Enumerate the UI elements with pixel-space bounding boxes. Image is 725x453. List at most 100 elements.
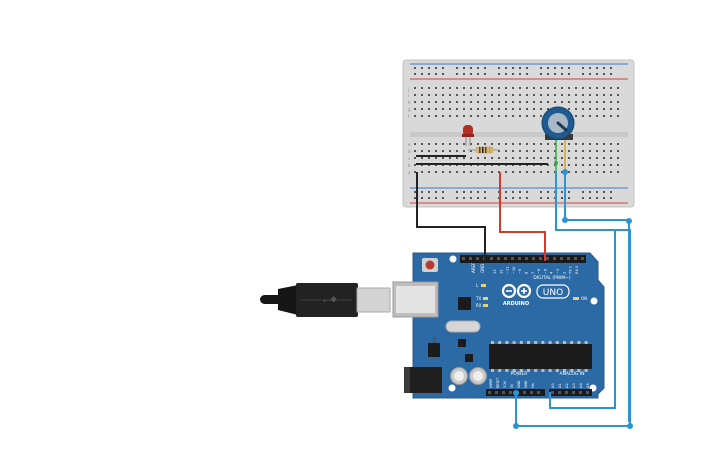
rail-hole[interactable] <box>463 73 465 75</box>
breadboard-hole[interactable] <box>540 157 542 159</box>
rail-hole[interactable] <box>477 191 479 193</box>
header-pin[interactable] <box>497 257 500 260</box>
breadboard-hole[interactable] <box>526 143 528 145</box>
breadboard-hole[interactable] <box>428 94 430 96</box>
breadboard-hole[interactable] <box>526 150 528 152</box>
breadboard-hole[interactable] <box>617 157 619 159</box>
rail-hole[interactable] <box>547 191 549 193</box>
breadboard-hole[interactable] <box>512 143 514 145</box>
rail-hole[interactable] <box>519 67 521 69</box>
breadboard-hole[interactable] <box>449 171 451 173</box>
breadboard-hole[interactable] <box>498 94 500 96</box>
rail-hole[interactable] <box>610 197 612 199</box>
breadboard-hole[interactable] <box>596 94 598 96</box>
breadboard-hole[interactable] <box>596 157 598 159</box>
breadboard-hole[interactable] <box>547 101 549 103</box>
rail-hole[interactable] <box>442 197 444 199</box>
breadboard-hole[interactable] <box>589 108 591 110</box>
rail-hole[interactable] <box>582 191 584 193</box>
wire-signal-red[interactable] <box>499 172 546 261</box>
breadboard-hole[interactable] <box>561 87 563 89</box>
breadboard-hole[interactable] <box>484 87 486 89</box>
breadboard-hole[interactable] <box>610 101 612 103</box>
breadboard-hole[interactable] <box>519 115 521 117</box>
breadboard-hole[interactable] <box>610 157 612 159</box>
breadboard-hole[interactable] <box>484 157 486 159</box>
breadboard-hole[interactable] <box>582 157 584 159</box>
rail-hole[interactable] <box>505 197 507 199</box>
breadboard-hole[interactable] <box>589 87 591 89</box>
rail-hole[interactable] <box>435 197 437 199</box>
breadboard-hole[interactable] <box>526 101 528 103</box>
breadboard-hole[interactable] <box>575 94 577 96</box>
breadboard-hole[interactable] <box>589 94 591 96</box>
reset-button-cap[interactable] <box>425 260 435 270</box>
breadboard-hole[interactable] <box>533 143 535 145</box>
breadboard-hole[interactable] <box>519 101 521 103</box>
breadboard-hole[interactable] <box>421 108 423 110</box>
breadboard-hole[interactable] <box>610 87 612 89</box>
rail-hole[interactable] <box>470 67 472 69</box>
breadboard-hole[interactable] <box>435 87 437 89</box>
rail-hole[interactable] <box>540 197 542 199</box>
breadboard-hole[interactable] <box>610 164 612 166</box>
breadboard-hole[interactable] <box>603 87 605 89</box>
rail-hole[interactable] <box>498 67 500 69</box>
breadboard-hole[interactable] <box>449 143 451 145</box>
breadboard-hole[interactable] <box>582 150 584 152</box>
breadboard-hole[interactable] <box>449 157 451 159</box>
rail-hole[interactable] <box>582 197 584 199</box>
breadboard-hole[interactable] <box>575 157 577 159</box>
breadboard-hole[interactable] <box>477 171 479 173</box>
breadboard-hole[interactable] <box>547 171 549 173</box>
breadboard-hole[interactable] <box>519 87 521 89</box>
breadboard-hole[interactable] <box>617 87 619 89</box>
breadboard-hole[interactable] <box>512 94 514 96</box>
breadboard-hole[interactable] <box>526 115 528 117</box>
breadboard-hole[interactable] <box>519 94 521 96</box>
rail-hole[interactable] <box>540 67 542 69</box>
rail-hole[interactable] <box>477 73 479 75</box>
rail-hole[interactable] <box>568 73 570 75</box>
breadboard-hole[interactable] <box>561 143 563 145</box>
rail-hole[interactable] <box>596 197 598 199</box>
rail-hole[interactable] <box>414 67 416 69</box>
rail-hole[interactable] <box>596 73 598 75</box>
breadboard-hole[interactable] <box>498 143 500 145</box>
rail-hole[interactable] <box>484 73 486 75</box>
breadboard-hole[interactable] <box>603 157 605 159</box>
breadboard-hole[interactable] <box>435 101 437 103</box>
breadboard-hole[interactable] <box>414 101 416 103</box>
rail-hole[interactable] <box>589 73 591 75</box>
header-pin[interactable] <box>488 391 491 394</box>
breadboard-hole[interactable] <box>421 157 423 159</box>
breadboard-hole[interactable] <box>547 108 549 110</box>
breadboard-hole[interactable] <box>561 101 563 103</box>
breadboard-hole[interactable] <box>491 115 493 117</box>
breadboard-hole[interactable] <box>582 164 584 166</box>
breadboard-hole[interactable] <box>477 143 479 145</box>
breadboard-hole[interactable] <box>449 115 451 117</box>
breadboard-hole[interactable] <box>442 157 444 159</box>
rail-hole[interactable] <box>421 73 423 75</box>
header-pin[interactable] <box>509 391 512 394</box>
rail-hole[interactable] <box>512 197 514 199</box>
breadboard-hole[interactable] <box>610 94 612 96</box>
breadboard-hole[interactable] <box>491 87 493 89</box>
rail-hole[interactable] <box>561 67 563 69</box>
breadboard-hole[interactable] <box>414 115 416 117</box>
rail-hole[interactable] <box>421 191 423 193</box>
breadboard-hole[interactable] <box>449 87 451 89</box>
rail-hole[interactable] <box>561 197 563 199</box>
breadboard-hole[interactable] <box>484 143 486 145</box>
breadboard-hole[interactable] <box>428 150 430 152</box>
breadboard-hole[interactable] <box>414 164 416 166</box>
breadboard-hole[interactable] <box>582 87 584 89</box>
breadboard-hole[interactable] <box>526 171 528 173</box>
breadboard-hole[interactable] <box>456 171 458 173</box>
rail-hole[interactable] <box>470 73 472 75</box>
header-pin[interactable] <box>523 391 526 394</box>
breadboard-hole[interactable] <box>456 157 458 159</box>
rail-hole[interactable] <box>561 73 563 75</box>
breadboard-hole[interactable] <box>533 157 535 159</box>
